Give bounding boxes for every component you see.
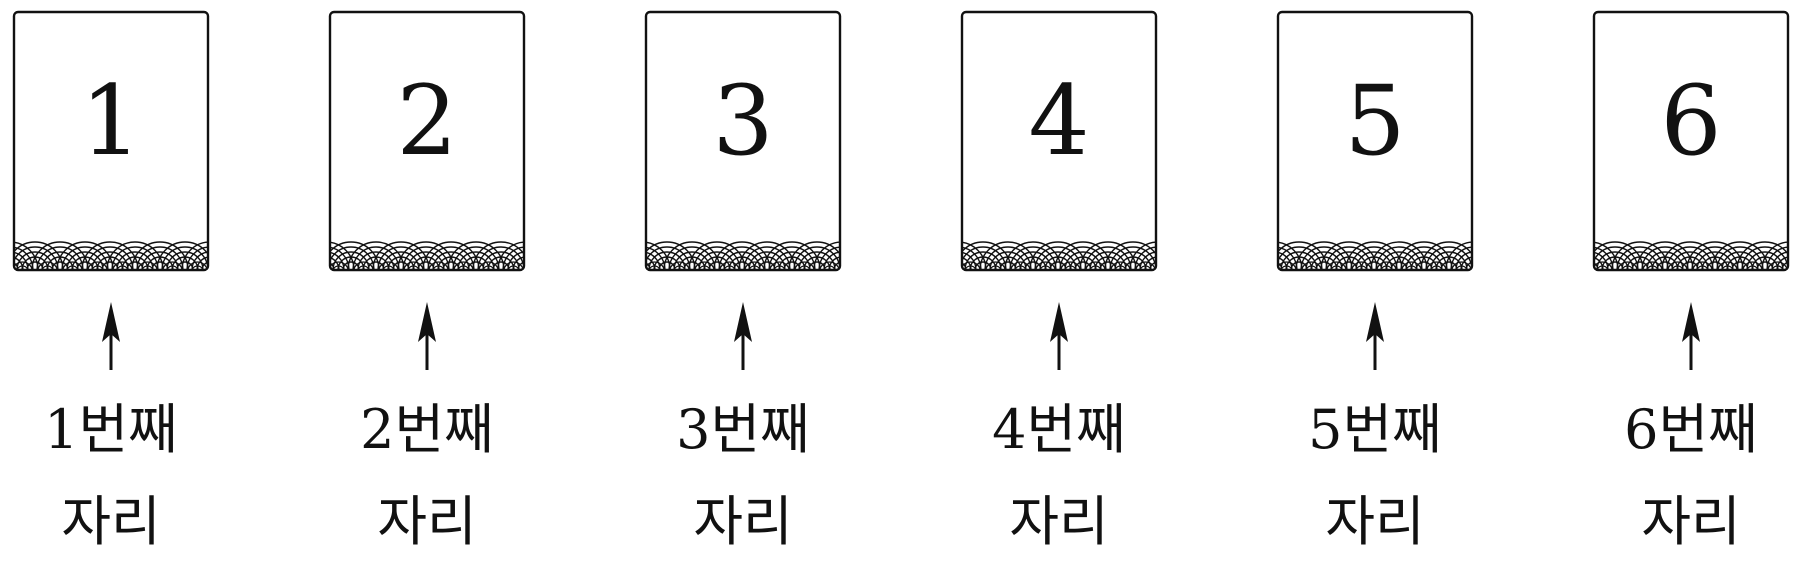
card: 2 (328, 10, 526, 272)
card-border (644, 10, 842, 272)
wave-pattern (962, 241, 1156, 270)
slot-label-line2: 자리 (377, 490, 476, 553)
slot-label-line2: 자리 (1641, 490, 1740, 553)
wave-pattern (1594, 241, 1788, 270)
arrow-up-icon (1366, 302, 1384, 342)
slot-label-line1: 6번째 (1624, 398, 1758, 461)
card-border (328, 10, 526, 272)
card-face (14, 12, 208, 270)
card: 1 (12, 10, 210, 272)
card-number: 5 (1344, 65, 1405, 177)
arrow-up-icon (1682, 302, 1700, 342)
card-number: 2 (396, 65, 457, 177)
card-face (646, 12, 840, 270)
card: 4 (960, 10, 1158, 272)
slot-label-line2: 자리 (1009, 490, 1108, 553)
slot-label-line2: 자리 (693, 490, 792, 553)
slot-label-line2: 자리 (61, 490, 160, 553)
slot-label-line2: 자리 (1325, 490, 1424, 553)
card-border (12, 10, 210, 272)
card-face (330, 12, 524, 270)
wave-pattern (1278, 241, 1472, 270)
card-face (1278, 12, 1472, 270)
wave-pattern (14, 241, 208, 270)
slot-label-line1: 1번째 (44, 398, 178, 461)
card-number: 1 (80, 65, 141, 177)
slot-label-line1: 2번째 (360, 398, 494, 461)
card-border (960, 10, 1158, 272)
wave-pattern (646, 241, 840, 270)
card: 3 (644, 10, 842, 272)
arrow-up-icon (1050, 302, 1068, 342)
wave-pattern (330, 241, 524, 270)
card-border (1276, 10, 1474, 272)
card: 5 (1276, 10, 1474, 272)
card-number: 3 (712, 65, 773, 177)
arrow-up-icon (102, 302, 120, 342)
slot-label-line1: 3번째 (676, 398, 810, 461)
card-number: 6 (1660, 65, 1721, 177)
slot-label-line1: 4번째 (992, 398, 1126, 461)
slot-label-line1: 5번째 (1308, 398, 1442, 461)
arrow-up-icon (734, 302, 752, 342)
card-number: 4 (1028, 65, 1089, 177)
arrow-up-icon (418, 302, 436, 342)
card-face (962, 12, 1156, 270)
card: 6 (1592, 10, 1790, 272)
card-border (1592, 10, 1790, 272)
card-face (1594, 12, 1788, 270)
